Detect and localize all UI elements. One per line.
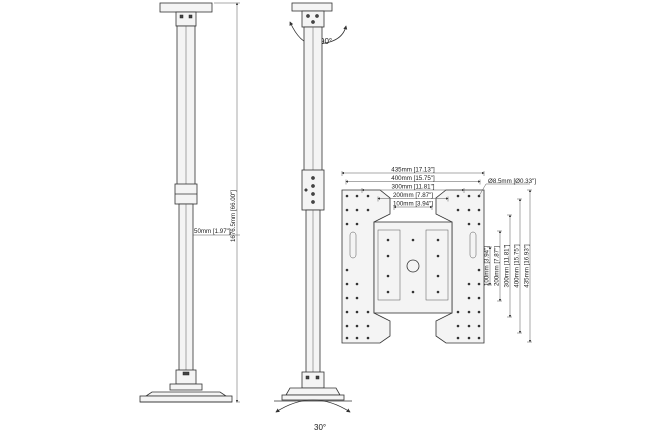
h-dimension-2: 300mm [11.81"] xyxy=(361,184,465,193)
v-dimension-0: 100mm [3.94"] xyxy=(484,246,492,286)
center-hole xyxy=(406,259,420,273)
h-dimension-1: 400mm [15.75"] xyxy=(345,175,481,185)
top-rotation-label: 90° xyxy=(320,37,332,46)
front-view: 1676.5mm [66.00"] 50mm [1.97"] xyxy=(139,2,240,403)
v-dimension-4: 435mm [16.93"] xyxy=(524,189,532,343)
h-dimension-label-3: 200mm [7.87"] xyxy=(393,192,433,199)
front-bottom-adapter xyxy=(139,369,233,403)
v-dimension-label-3: 400mm [15.75"] xyxy=(514,244,521,288)
side-upper-pole xyxy=(303,26,323,188)
front-ceiling-bracket xyxy=(159,2,213,27)
v-dimension-1: 200mm [7.87"] xyxy=(494,230,502,302)
side-bottom-adapter xyxy=(274,371,352,402)
front-height-label: 1676.5mm [66.00"] xyxy=(230,190,237,242)
hole-callout: Ø8.5mm [Ø0.33"] xyxy=(478,178,536,197)
hole-diameter-label: Ø8.5mm [Ø0.33"] xyxy=(488,178,536,185)
h-dimension-4: 100mm [3.94"] xyxy=(393,201,433,210)
v-dimension-label-2: 300mm [11.81"] xyxy=(504,244,511,287)
plate-vertical-dimensions: 100mm [3.94"]200mm [7.87"]300mm [11.81"]… xyxy=(484,189,532,343)
h-dimension-label-4: 100mm [3.94"] xyxy=(393,201,433,208)
side-lower-pole xyxy=(305,209,321,381)
h-dimension-label-2: 300mm [11.81"] xyxy=(391,184,434,191)
side-ceiling-bracket xyxy=(291,2,333,28)
h-dimension-label-0: 435mm [17.13"] xyxy=(391,167,435,174)
plate-horizontal-dimensions: 435mm [17.13"]400mm [15.75"] 300mm [11.81… xyxy=(341,167,485,210)
v-dimension-2: 300mm [11.81"] xyxy=(504,214,512,318)
front-height-dimension: 1676.5mm [66.00"] xyxy=(214,2,240,403)
h-dimension-0: 435mm [17.13"] xyxy=(341,167,485,176)
h-dimension-3: 200mm [7.87"] xyxy=(377,192,449,202)
v-dimension-label-0: 100mm [3.94"] xyxy=(484,246,491,286)
plate-holes xyxy=(345,194,481,340)
front-pole-joint xyxy=(174,183,198,205)
v-dimension-3: 400mm [15.75"] xyxy=(514,198,522,334)
center-bracket xyxy=(373,221,453,314)
front-width-dimension: 50mm [1.97"] xyxy=(193,228,240,236)
v-dimension-label-4: 435mm [16.93"] xyxy=(524,244,531,288)
side-view: 90° 30° xyxy=(274,2,352,432)
v-dimension-label-1: 200mm [7.87"] xyxy=(494,246,501,286)
front-upper-pole xyxy=(176,25,196,197)
bottom-rotation-label: 30° xyxy=(314,423,326,432)
bottom-rotation-arrow: 30° xyxy=(275,399,351,432)
h-dimension-label-1: 400mm [15.75"] xyxy=(391,175,435,182)
front-lower-pole xyxy=(178,203,194,380)
front-width-label: 50mm [1.97"] xyxy=(194,228,231,235)
side-pole-joint xyxy=(301,169,325,211)
plate-view: 435mm [17.13"]400mm [15.75"]300mm [11.81… xyxy=(341,167,536,344)
